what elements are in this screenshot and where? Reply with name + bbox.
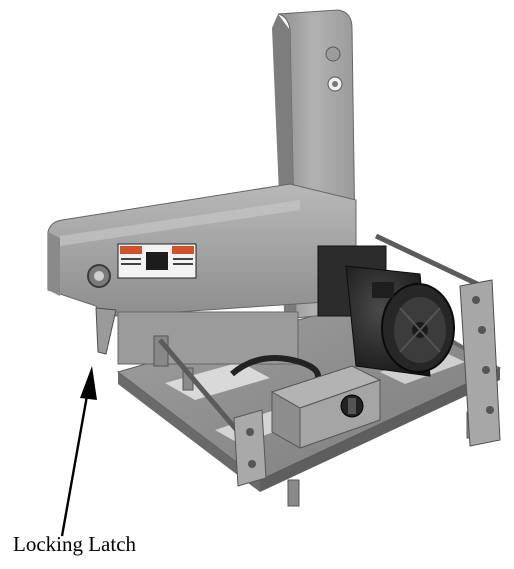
- callout-arrow: [60, 366, 97, 537]
- callout-label-locking-latch: Locking Latch: [13, 532, 137, 556]
- left-bracket: [233, 409, 267, 487]
- horizontal-arm: [47, 183, 357, 330]
- right-bracket: [459, 279, 501, 447]
- locking-latch: [95, 307, 117, 355]
- control-box: [270, 365, 382, 449]
- motor: [317, 245, 455, 377]
- lower-housing: [117, 311, 321, 391]
